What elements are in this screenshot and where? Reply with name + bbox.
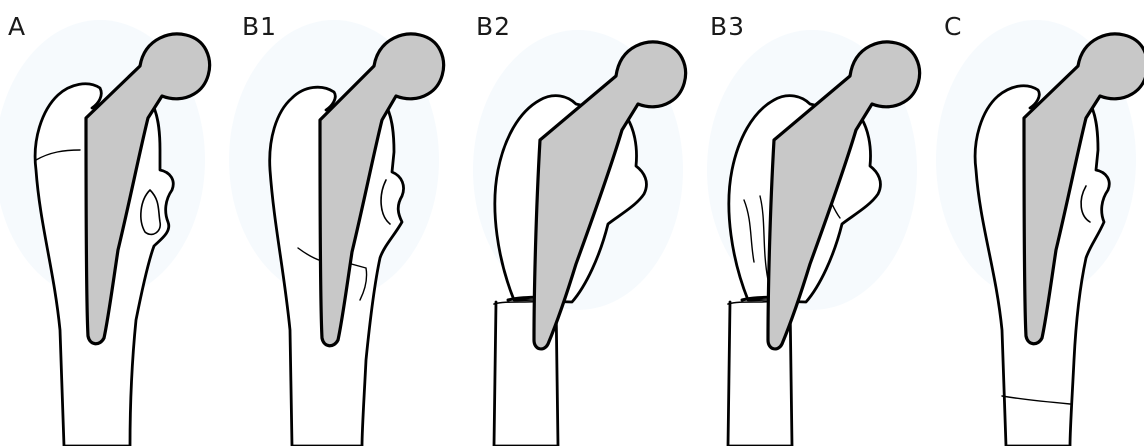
panel-b2-drawing [468,0,697,446]
panel-b1-drawing [234,0,463,446]
panel-label: B3 [710,14,745,39]
panel-b3: B3 [702,0,931,446]
panel-b3-drawing [702,0,931,446]
panel-label: C [944,14,962,39]
panel-c-drawing [936,0,1144,446]
panel-a: A [0,0,229,446]
panel-label: B1 [242,14,277,39]
panel-label: A [8,14,26,39]
panel-label: B2 [476,14,511,39]
panel-c: C [936,0,1144,446]
panel-b1: B1 [234,0,463,446]
panel-b2: B2 [468,0,697,446]
panel-a-drawing [0,0,229,446]
